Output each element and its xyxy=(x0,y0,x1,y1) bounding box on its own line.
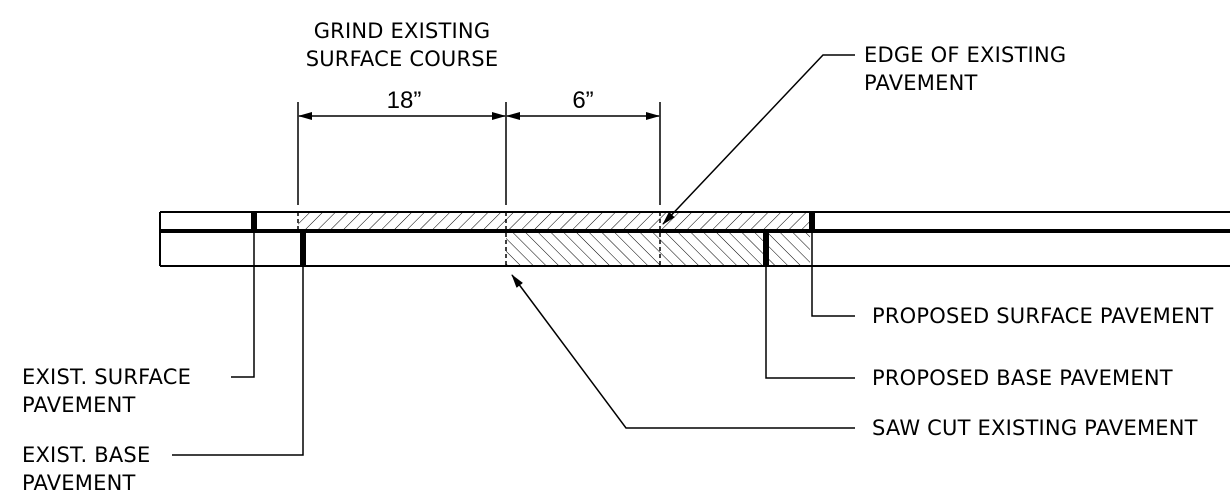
exist-surface-label-line2: PAVEMENT xyxy=(22,393,136,417)
proposed-base-hatch xyxy=(506,232,810,266)
exist-base-label-line2: PAVEMENT xyxy=(22,471,136,493)
proposed-surface-joint xyxy=(809,212,815,230)
edge-label-line2: PAVEMENT xyxy=(864,71,978,95)
exist-base-label-line1: EXIST. BASE xyxy=(22,443,150,467)
proposed-surface-label: PROPOSED SURFACE PAVEMENT xyxy=(872,304,1213,328)
grind-surface-hatch xyxy=(298,213,660,229)
dim-18-label: 18” xyxy=(387,87,422,114)
exist-base-leader xyxy=(172,266,304,456)
exist-surface-label-line1: EXIST. SURFACE xyxy=(22,365,191,389)
saw-cut-label: SAW CUT EXISTING PAVEMENT xyxy=(872,416,1198,440)
proposed-surface-leader xyxy=(811,230,855,317)
proposed-base-label: PROPOSED BASE PAVEMENT xyxy=(872,366,1173,390)
exist-surface-leader xyxy=(231,230,255,378)
proposed-base-joint xyxy=(763,232,769,266)
grind-label-line1: GRIND EXISTING xyxy=(314,19,491,43)
edge-label-line1: EDGE OF EXISTING xyxy=(864,43,1066,67)
exist-surface-joint xyxy=(251,212,257,230)
grind-label-line2: SURFACE COURSE xyxy=(306,47,499,71)
dim-6-label: 6” xyxy=(572,87,593,114)
saw-cut-leader xyxy=(511,274,855,429)
edge-leader xyxy=(662,54,855,225)
exist-base-joint xyxy=(300,232,306,266)
proposed-base-leader xyxy=(765,266,855,379)
proposed-surface-hatch xyxy=(660,213,810,229)
